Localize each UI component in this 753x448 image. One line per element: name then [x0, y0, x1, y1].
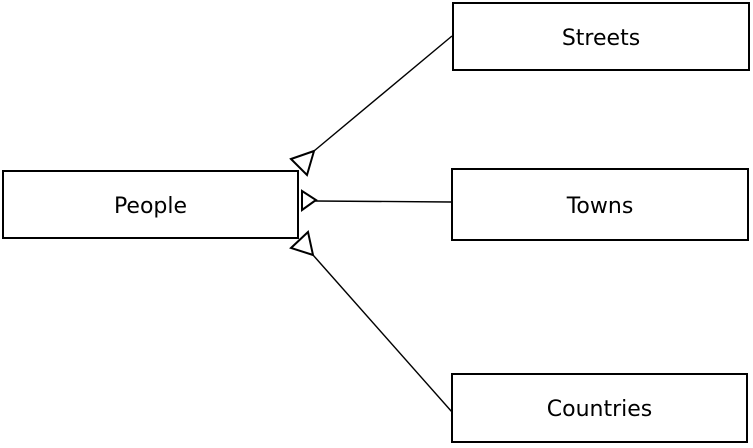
- node-countries: Countries: [451, 373, 748, 443]
- arrowhead-towns-people-icon: [301, 189, 318, 212]
- arrowhead-streets-people-icon: [289, 149, 316, 177]
- edge-streets-people: [313, 35, 453, 152]
- node-people-label: People: [113, 193, 188, 219]
- node-towns: Towns: [451, 168, 749, 241]
- node-people: People: [2, 170, 299, 239]
- node-streets-label: Streets: [561, 25, 641, 51]
- edge-towns-people: [314, 200, 452, 203]
- edge-countries-people: [312, 254, 453, 413]
- node-towns-label: Towns: [566, 193, 634, 219]
- arrowhead-countries-people-icon: [289, 230, 315, 257]
- node-streets: Streets: [452, 2, 750, 71]
- node-countries-label: Countries: [546, 397, 653, 422]
